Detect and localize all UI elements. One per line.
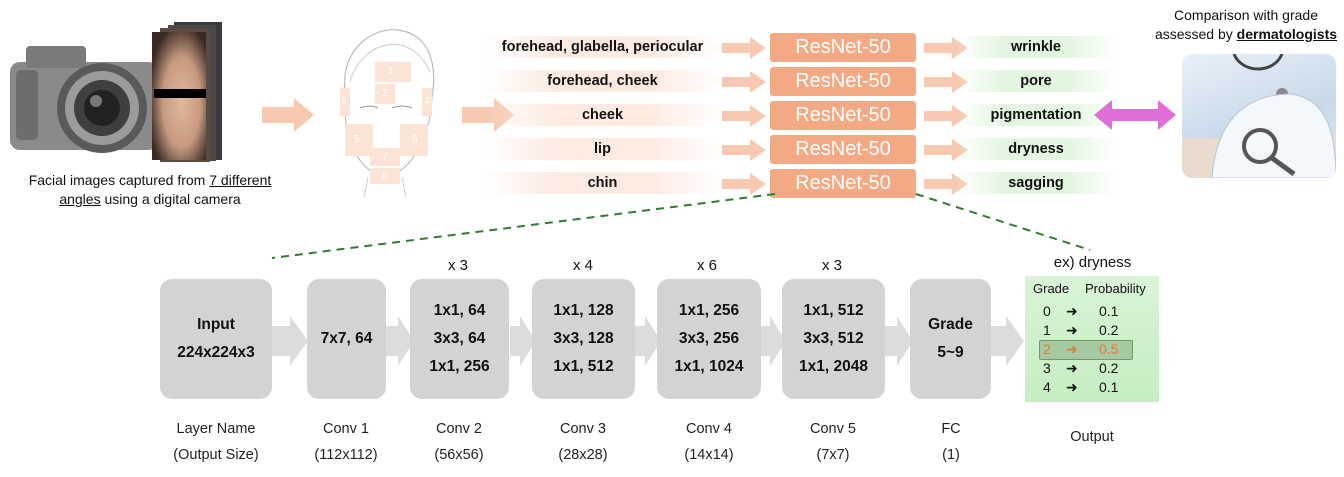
arrow-right-icon <box>722 37 766 64</box>
region-label-4: lip <box>485 138 720 160</box>
layer-name-conv3: Conv 3(28x28) <box>558 421 608 463</box>
arrow-right-icon <box>722 71 766 98</box>
probability-row: 4 ➜ 0.1 <box>1043 379 1119 395</box>
layer-name-input: Layer Name(Output Size) <box>173 421 259 463</box>
output-label-pore: pore <box>956 70 1116 92</box>
layer-name-conv2: Conv 2(56x56) <box>434 421 484 463</box>
zone-label-8: 8 <box>382 171 388 182</box>
resnet-block-1: ResNet-50 <box>770 33 916 62</box>
layer-name-conv5: Conv 5(7x7) <box>810 421 856 463</box>
probability-row: 3 ➜ 0.2 <box>1043 360 1119 376</box>
face-zone-map: 1 2 3 4 5 6 7 8 <box>320 22 450 198</box>
probability-row: 0 ➜ 0.1 <box>1043 303 1119 319</box>
input-caption: Facial images captured from 7 different … <box>28 172 272 207</box>
region-label-1: forehead, glabella, periocular <box>485 36 720 58</box>
zone-label-5: 5 <box>354 134 360 145</box>
output-label: Output <box>1070 429 1114 445</box>
resnet-block-4: ResNet-50 <box>770 135 916 164</box>
layer-name-fc: FC(1) <box>941 421 961 463</box>
double-arrow-icon <box>1094 100 1176 135</box>
layer-name-conv4: Conv 4(14x14) <box>684 421 734 463</box>
region-label-5: chin <box>485 172 720 194</box>
region-label-3: cheek <box>485 104 720 126</box>
zone-label-6: 6 <box>412 134 418 145</box>
face-photo-stack <box>152 22 222 162</box>
probability-row: 1 ➜ 0.2 <box>1043 322 1119 338</box>
resnet-block-5: ResNet-50 <box>770 169 916 198</box>
zone-label-3: 3 <box>341 96 347 107</box>
arrow-right-icon <box>722 105 766 132</box>
output-label-sagging: sagging <box>956 172 1116 194</box>
highlight-box <box>1039 340 1133 360</box>
underline-dermatologists: dermatologists <box>1236 26 1338 42</box>
probability-table: Grade Probability 0 ➜ 0.1 1 ➜ 0.2 2 ➜ 0.… <box>1025 276 1159 402</box>
region-label-2: forehead, cheek <box>485 70 720 92</box>
probability-table-header: Grade Probability <box>1025 279 1159 298</box>
conv5-repeat: x 3 <box>821 257 842 274</box>
layer-name-conv1: Conv 1(112x112) <box>314 421 378 463</box>
eye-censor-bar <box>154 89 206 98</box>
output-example-title: ex) dryness <box>1053 254 1132 271</box>
resnet-block-2: ResNet-50 <box>770 67 916 96</box>
dermatologist-photo <box>1182 54 1336 178</box>
col-grade: Grade <box>1033 281 1070 296</box>
underline-7-different: 7 different <box>209 172 272 188</box>
zone-label-4: 4 <box>424 96 430 107</box>
underline-angles: angles <box>59 191 101 207</box>
zone-label-1: 1 <box>388 66 394 77</box>
col-probability: Probability <box>1085 281 1146 296</box>
probability-row-highlighted: 2 ➜ 0.5 <box>1025 340 1159 360</box>
conv3-repeat: x 4 <box>572 257 593 274</box>
layer-conv1: 7x7, 64 <box>307 279 386 399</box>
arrow-right-icon <box>722 139 766 166</box>
comparison-caption: Comparison with grade assessed by dermat… <box>1154 7 1338 42</box>
output-label-dryness: dryness <box>956 138 1116 160</box>
zone-label-7: 7 <box>382 152 388 163</box>
output-label-wrinkle: wrinkle <box>956 36 1116 58</box>
resnet-block-3: ResNet-50 <box>770 101 916 130</box>
camera-icon <box>6 20 166 155</box>
zone-label-2: 2 <box>382 88 388 99</box>
arrow-right-icon <box>262 98 314 137</box>
conv2-repeat: x 3 <box>447 257 468 274</box>
arrow-right-icon <box>722 173 766 200</box>
output-label-pigmentation: pigmentation <box>956 104 1116 126</box>
conv4-repeat: x 6 <box>696 257 717 274</box>
